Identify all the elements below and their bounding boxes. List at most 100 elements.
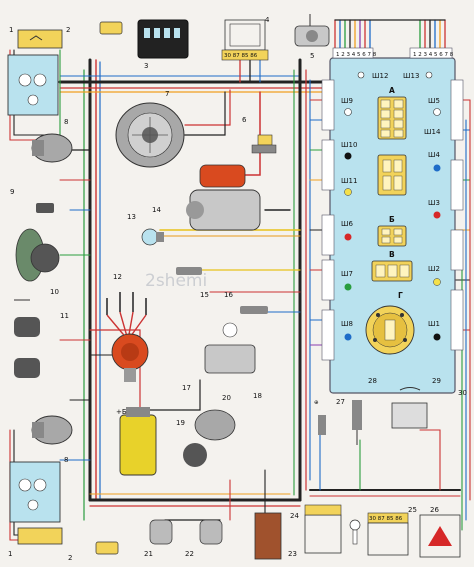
relay-4 xyxy=(221,19,269,61)
label-sh13: Ш13 xyxy=(403,72,419,80)
callout-1: 1 xyxy=(9,26,13,34)
generator-7 xyxy=(115,102,185,168)
dot-sh4 xyxy=(433,164,441,172)
callout-22: 22 xyxy=(185,550,194,558)
sound-signals-11 xyxy=(14,299,40,378)
callout-15: 15 xyxy=(200,291,209,299)
ignition-coil-19 xyxy=(119,407,157,476)
component-6 xyxy=(251,134,277,154)
callout-21: 21 xyxy=(144,550,153,558)
callout-25: 25 xyxy=(408,506,417,514)
coil-plus: +Б xyxy=(116,408,127,416)
block-b-label: Б xyxy=(389,215,395,224)
callout-2: 2 xyxy=(66,26,70,34)
sensor-9 xyxy=(36,203,54,213)
svg-text:⊕: ⊕ xyxy=(314,400,319,406)
sensor-16 xyxy=(240,306,268,314)
dot-sh1 xyxy=(433,333,441,341)
callout-17: 17 xyxy=(182,384,191,392)
sensor-13 xyxy=(141,228,164,246)
block-g-label: Г xyxy=(398,291,403,300)
left-connectors xyxy=(321,79,335,361)
sensor-28 xyxy=(352,400,362,445)
fuse-block-3 xyxy=(137,19,189,59)
dot-sh9 xyxy=(344,108,352,116)
label-sh5: Ш5 xyxy=(428,97,440,105)
dot-sh2 xyxy=(433,278,441,286)
block-v xyxy=(371,260,413,282)
relay-25 xyxy=(367,512,409,556)
fan-motor-10 xyxy=(15,228,60,282)
distributor-17 xyxy=(111,333,149,382)
callout-29: 29 xyxy=(432,377,441,385)
side-marker-lower xyxy=(95,541,119,555)
headlight-lower xyxy=(9,461,63,545)
callout-8: 8 xyxy=(64,118,68,126)
callout-24: 24 xyxy=(290,512,299,520)
callout-10: 10 xyxy=(50,288,59,296)
starter-14 xyxy=(186,164,261,231)
block-a2 xyxy=(377,154,407,196)
callout-2b: 2 xyxy=(68,554,72,562)
relay-25-pins: 30 87 85 86 xyxy=(369,516,403,522)
mounting-block-top-pins xyxy=(332,47,453,59)
callout-20: 20 xyxy=(222,394,231,402)
block-b xyxy=(377,225,407,247)
dot-sh5 xyxy=(433,108,441,116)
relay-24 xyxy=(304,504,342,554)
dot-sh8 xyxy=(344,333,352,341)
side-marker-upper xyxy=(99,21,123,35)
headlight-upper xyxy=(7,29,63,116)
dot-sh3 xyxy=(433,211,441,219)
callout-12: 12 xyxy=(113,273,122,281)
callout-26: 26 xyxy=(430,506,439,514)
dot-sh7 xyxy=(344,283,352,291)
block-g xyxy=(365,305,415,355)
spark-plugs-12 xyxy=(106,292,147,341)
horn-lower xyxy=(31,415,73,445)
label-sh2: Ш2 xyxy=(428,265,440,273)
dot-sh10 xyxy=(344,152,352,160)
label-sh7: Ш7 xyxy=(341,270,353,278)
label-sh11: Ш11 xyxy=(341,177,357,185)
callout-4: 4 xyxy=(265,16,270,24)
callout-5: 5 xyxy=(310,52,314,60)
block-v-label: В xyxy=(389,250,395,259)
callout-9: 9 xyxy=(10,188,14,196)
label-sh10: Ш10 xyxy=(341,141,357,149)
block-a xyxy=(377,96,407,140)
pins-top-right: 1 2 3 4 5 6 7 8 xyxy=(413,52,454,58)
callout-18: 18 xyxy=(253,392,262,400)
block-a-label: А xyxy=(389,86,395,95)
label-sh14: Ш14 xyxy=(424,128,441,136)
relay-4-pins: 30 87 85 86 xyxy=(224,53,258,59)
callout-28: 28 xyxy=(368,377,377,385)
component-5 xyxy=(294,14,330,47)
connector-23 xyxy=(254,512,282,560)
switch-27: ⊕ xyxy=(314,400,326,435)
switch-18 xyxy=(204,322,256,374)
callout-1b: 1 xyxy=(8,550,12,558)
sensor-15 xyxy=(176,267,202,275)
wiper-motor-20 xyxy=(183,409,236,467)
callout-27: 27 xyxy=(336,398,345,406)
sensor-21 xyxy=(149,519,173,545)
callout-8b: 8 xyxy=(64,456,68,464)
callout-14: 14 xyxy=(152,206,161,214)
dot-sh11 xyxy=(344,188,352,196)
callout-7: 7 xyxy=(165,90,169,98)
hazard-switch-26 xyxy=(419,514,461,558)
callout-13: 13 xyxy=(127,213,136,221)
label-sh9: Ш9 xyxy=(341,97,353,105)
callout-16: 16 xyxy=(224,291,233,299)
key-icon xyxy=(349,519,361,545)
mounting-block: 1 2 3 4 5 6 7 8 1 2 3 4 5 6 7 8 Ш12 Ш13 … xyxy=(321,47,464,394)
label-sh6: Ш6 xyxy=(341,220,353,228)
watermark: 2shemi xyxy=(145,271,207,291)
right-connectors xyxy=(450,79,464,351)
label-sh3: Ш3 xyxy=(428,199,440,207)
dot-sh6 xyxy=(344,233,352,241)
callout-30: 30 xyxy=(458,389,467,397)
